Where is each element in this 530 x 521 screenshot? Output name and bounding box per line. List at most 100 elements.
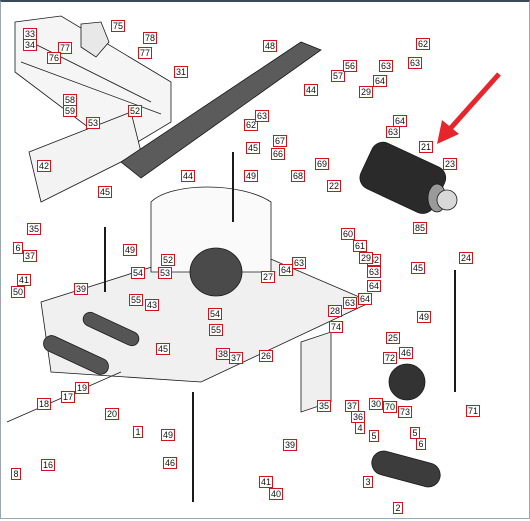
part-callout-76[interactable]: 76 [47, 52, 62, 64]
part-callout-52[interactable]: 52 [161, 254, 176, 266]
part-callout-16[interactable]: 16 [41, 459, 56, 471]
part-callout-61[interactable]: 61 [353, 240, 368, 252]
part-callout-67[interactable]: 67 [273, 135, 288, 147]
part-callout-77[interactable]: 77 [58, 42, 73, 54]
part-callout-71[interactable]: 71 [466, 405, 481, 417]
part-callout-40[interactable]: 40 [269, 488, 284, 500]
part-callout-2[interactable]: 2 [393, 502, 403, 514]
part-callout-63[interactable]: 63 [292, 257, 307, 269]
part-callout-21[interactable]: 21 [419, 141, 434, 153]
part-callout-63[interactable]: 63 [386, 126, 401, 138]
part-callout-64[interactable]: 64 [367, 280, 382, 292]
part-callout-20[interactable]: 20 [105, 408, 120, 420]
part-callout-49[interactable]: 49 [123, 244, 138, 256]
part-callout-44[interactable]: 44 [304, 84, 319, 96]
part-callout-64[interactable]: 64 [373, 75, 388, 87]
part-callout-63[interactable]: 63 [343, 297, 358, 309]
part-callout-45[interactable]: 45 [156, 343, 171, 355]
part-callout-18[interactable]: 18 [37, 398, 52, 410]
part-callout-23[interactable]: 23 [443, 158, 458, 170]
part-callout-25[interactable]: 25 [386, 332, 401, 344]
part-callout-27[interactable]: 27 [261, 271, 276, 283]
part-callout-6[interactable]: 6 [13, 242, 23, 254]
part-callout-17[interactable]: 17 [61, 391, 76, 403]
part-callout-39[interactable]: 39 [74, 283, 89, 295]
part-callout-70[interactable]: 70 [383, 401, 398, 413]
part-callout-50[interactable]: 50 [11, 286, 26, 298]
part-callout-49[interactable]: 49 [417, 311, 432, 323]
part-callout-45[interactable]: 45 [98, 186, 113, 198]
part-callout-35[interactable]: 35 [27, 223, 42, 235]
part-callout-77[interactable]: 77 [138, 47, 153, 59]
part-callout-35[interactable]: 35 [317, 400, 332, 412]
bracket-part [80, 21, 110, 58]
part-callout-49[interactable]: 49 [161, 429, 176, 441]
part-callout-29[interactable]: 29 [359, 86, 374, 98]
part-callout-63[interactable]: 63 [408, 57, 423, 69]
part-callout-5[interactable]: 5 [410, 427, 420, 439]
part-callout-24[interactable]: 24 [459, 252, 474, 264]
part-callout-8[interactable]: 8 [11, 468, 21, 480]
part-callout-26[interactable]: 26 [259, 350, 274, 362]
part-callout-63[interactable]: 63 [255, 110, 270, 122]
part-callout-63[interactable]: 63 [379, 60, 394, 72]
part-callout-72[interactable]: 72 [383, 352, 398, 364]
part-callout-37[interactable]: 37 [229, 352, 244, 364]
drum-part [189, 247, 243, 297]
part-callout-34[interactable]: 34 [23, 39, 38, 51]
part-callout-44[interactable]: 44 [181, 170, 196, 182]
part-callout-46[interactable]: 46 [163, 457, 178, 469]
part-callout-1[interactable]: 1 [133, 426, 143, 438]
part-callout-37[interactable]: 37 [23, 250, 38, 262]
part-callout-6[interactable]: 6 [416, 438, 426, 450]
part-callout-45[interactable]: 45 [246, 142, 261, 154]
part-callout-78[interactable]: 78 [143, 32, 158, 44]
part-callout-31[interactable]: 31 [174, 66, 189, 78]
part-callout-5[interactable]: 5 [369, 430, 379, 442]
part-callout-74[interactable]: 74 [329, 321, 344, 333]
part-callout-55[interactable]: 55 [129, 294, 144, 306]
part-callout-19[interactable]: 19 [75, 382, 90, 394]
part-callout-69[interactable]: 69 [315, 158, 330, 170]
part-callout-39[interactable]: 39 [283, 439, 298, 451]
part-callout-45[interactable]: 45 [411, 262, 426, 274]
part-callout-22[interactable]: 22 [327, 180, 342, 192]
part-callout-54[interactable]: 54 [131, 267, 146, 279]
part-callout-29[interactable]: 29 [359, 252, 374, 264]
part-callout-62[interactable]: 62 [244, 119, 259, 131]
part-callout-75[interactable]: 75 [111, 20, 126, 32]
part-callout-64[interactable]: 64 [358, 293, 373, 305]
part-callout-42[interactable]: 42 [37, 160, 52, 172]
end-cap-part [436, 189, 458, 211]
part-callout-43[interactable]: 43 [145, 299, 160, 311]
part-callout-48[interactable]: 48 [263, 40, 278, 52]
side-plate-part [28, 111, 142, 203]
part-callout-46[interactable]: 46 [399, 347, 414, 359]
part-callout-41[interactable]: 41 [17, 274, 32, 286]
part-callout-38[interactable]: 38 [216, 348, 231, 360]
part-callout-28[interactable]: 28 [328, 305, 343, 317]
part-callout-68[interactable]: 68 [291, 170, 306, 182]
part-callout-55[interactable]: 55 [209, 324, 224, 336]
part-callout-30[interactable]: 30 [369, 398, 384, 410]
part-callout-59[interactable]: 59 [63, 105, 78, 117]
part-callout-63[interactable]: 63 [367, 266, 382, 278]
part-callout-60[interactable]: 60 [341, 228, 356, 240]
part-callout-3[interactable]: 3 [363, 476, 373, 488]
highlight-arrow-icon [437, 72, 501, 144]
part-callout-53[interactable]: 53 [158, 267, 173, 279]
part-callout-53[interactable]: 53 [86, 117, 101, 129]
part-callout-41[interactable]: 41 [259, 476, 274, 488]
part-callout-52[interactable]: 52 [128, 105, 143, 117]
part-callout-54[interactable]: 54 [208, 308, 223, 320]
part-callout-85[interactable]: 85 [413, 222, 428, 234]
part-callout-66[interactable]: 66 [271, 148, 286, 160]
part-callout-49[interactable]: 49 [244, 170, 259, 182]
part-callout-4[interactable]: 4 [355, 422, 365, 434]
part-callout-62[interactable]: 62 [416, 38, 431, 50]
part-callout-64[interactable]: 64 [279, 264, 294, 276]
part-callout-56[interactable]: 56 [343, 60, 358, 72]
roller-part [359, 141, 447, 214]
part-callout-57[interactable]: 57 [331, 70, 346, 82]
part-callout-73[interactable]: 73 [398, 406, 413, 418]
